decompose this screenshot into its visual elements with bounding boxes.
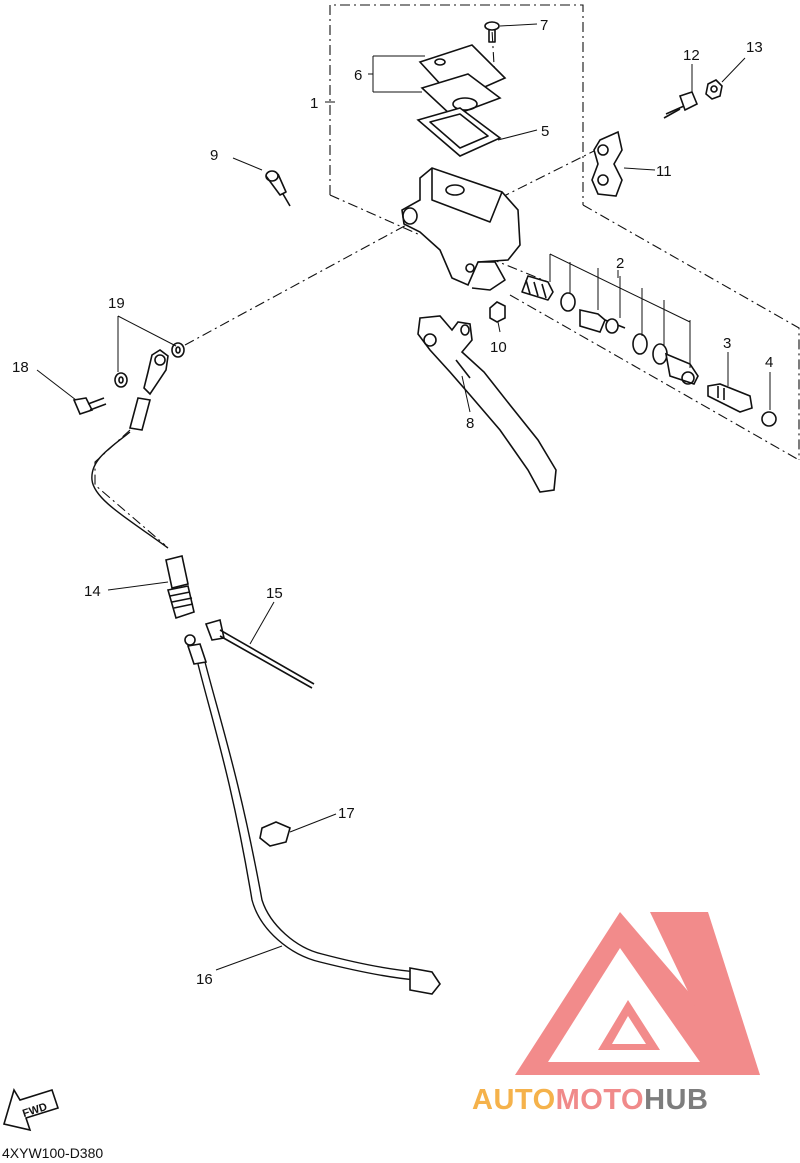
watermark-moto: MOTO <box>555 1084 645 1116</box>
hose-end-fitting <box>165 555 195 620</box>
callout-8: 8 <box>466 415 474 432</box>
callout-14: 14 <box>84 583 101 600</box>
watermark-text: AUTOMOTOHUB <box>472 1084 708 1117</box>
callout-2: 2 <box>616 255 624 272</box>
callout-12: 12 <box>683 47 700 64</box>
watermark-auto: AUTO <box>472 1084 556 1116</box>
callout-13: 13 <box>746 39 763 56</box>
pivot-nut <box>489 301 506 323</box>
banjo-bolt <box>265 170 291 207</box>
cable-tie <box>204 618 315 689</box>
master-cylinder-body <box>401 167 521 291</box>
holder-bolt <box>663 91 699 119</box>
callout-17: 17 <box>338 805 355 822</box>
callout-5: 5 <box>541 123 549 140</box>
holder-washer <box>705 79 723 100</box>
callout-16: 16 <box>196 971 213 988</box>
upper-clutch-hose <box>91 431 169 549</box>
boot-cap <box>761 411 777 427</box>
callout-10: 10 <box>490 339 507 356</box>
reservoir-cap <box>416 44 507 157</box>
leader-lines <box>36 23 771 971</box>
callout-1: 1 <box>310 95 318 112</box>
push-rod <box>707 383 753 413</box>
callout-numbers: 1 2 3 4 5 6 7 8 9 10 11 12 13 14 15 16 1… <box>12 17 773 988</box>
callout-15: 15 <box>266 585 283 602</box>
clutch-pipe <box>184 634 441 995</box>
callout-6: 6 <box>354 67 362 84</box>
piston-kit <box>521 275 699 385</box>
diagram-code: 4XYW100-D380 <box>2 1145 104 1161</box>
handlebar-holder <box>591 130 623 197</box>
callout-11: 11 <box>656 163 672 180</box>
cap-screw <box>484 21 500 43</box>
union-bolt <box>72 397 107 415</box>
callout-7: 7 <box>540 17 548 34</box>
callout-9: 9 <box>210 147 218 164</box>
callout-18: 18 <box>12 359 29 376</box>
fwd-arrow: FWD <box>2 1088 60 1132</box>
clutch-lever <box>417 315 557 493</box>
callout-3: 3 <box>723 335 731 352</box>
pipe-clamp <box>259 821 291 847</box>
callout-4: 4 <box>765 354 773 371</box>
watermark-hub: HUB <box>644 1084 709 1116</box>
callout-19: 19 <box>108 295 125 312</box>
hose-banjo-fitting <box>114 342 185 431</box>
watermark-logo-mark <box>515 912 760 1075</box>
